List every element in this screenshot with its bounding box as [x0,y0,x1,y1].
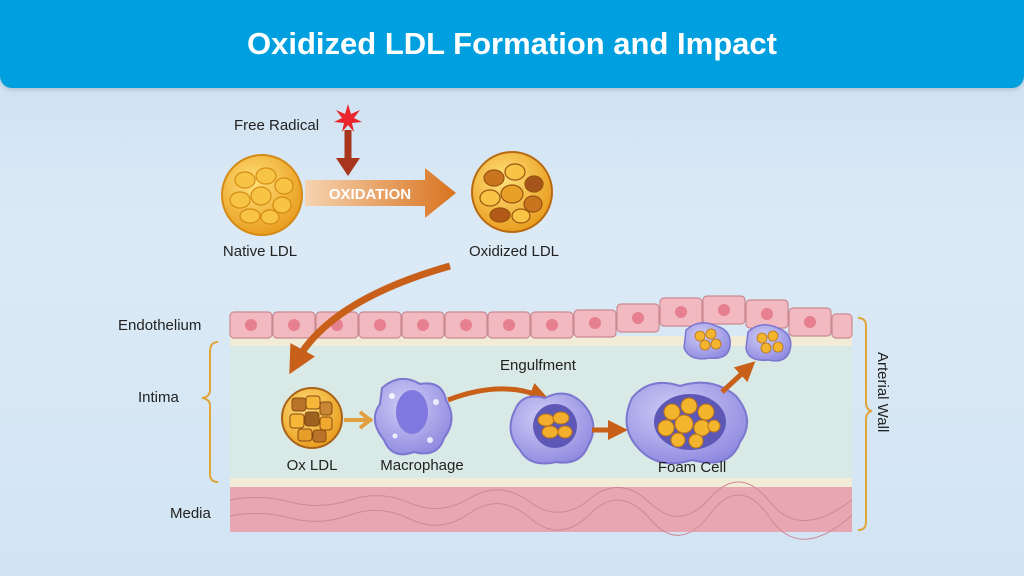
macrophage-cell [373,377,453,456]
title-bar: Oxidized LDL Formation and Impact [0,0,1024,88]
media-layer [230,487,852,532]
endothelium-layer [229,295,853,339]
oxidized-ldl-label: Oxidized LDL [469,243,559,260]
small-foam-cell [745,324,792,362]
ox-ldl-particle [281,387,343,449]
entry-arrow-icon [289,262,451,375]
ox-ldl-label: Ox LDL [287,457,338,474]
oxidized-ldl-particle [471,151,553,233]
oxidation-arrow: OXIDATION [305,168,456,218]
free-radical-star-icon [334,104,362,132]
foam-cell-label: Foam Cell [658,459,726,476]
endothelium-label: Endothelium [118,317,201,334]
engulfment-arrow-icon [447,383,550,403]
oxidation-label: OXIDATION [329,186,411,203]
free-radical-label: Free Radical [234,117,319,134]
media-tissue-pattern [229,481,853,540]
accumulation-arrow-icon [720,361,756,394]
receptor-icon [344,410,374,430]
engulfing-macrophage-cell [509,392,595,465]
native-ldl-label: Native LDL [223,243,297,260]
small-foam-cell [683,322,731,360]
arterial-wall-brace [857,317,873,531]
intima-brace [201,341,219,483]
native-ldl-particle [221,154,303,236]
page-title: Oxidized LDL Formation and Impact [247,26,777,61]
media-label: Media [170,505,212,522]
macrophage-label: Macrophage [380,457,463,474]
foam-cell [625,381,748,465]
engulfment-label: Engulfment [500,357,577,374]
arterial-wall-label: Arterial Wall [874,352,891,432]
intima-label: Intima [138,389,180,406]
